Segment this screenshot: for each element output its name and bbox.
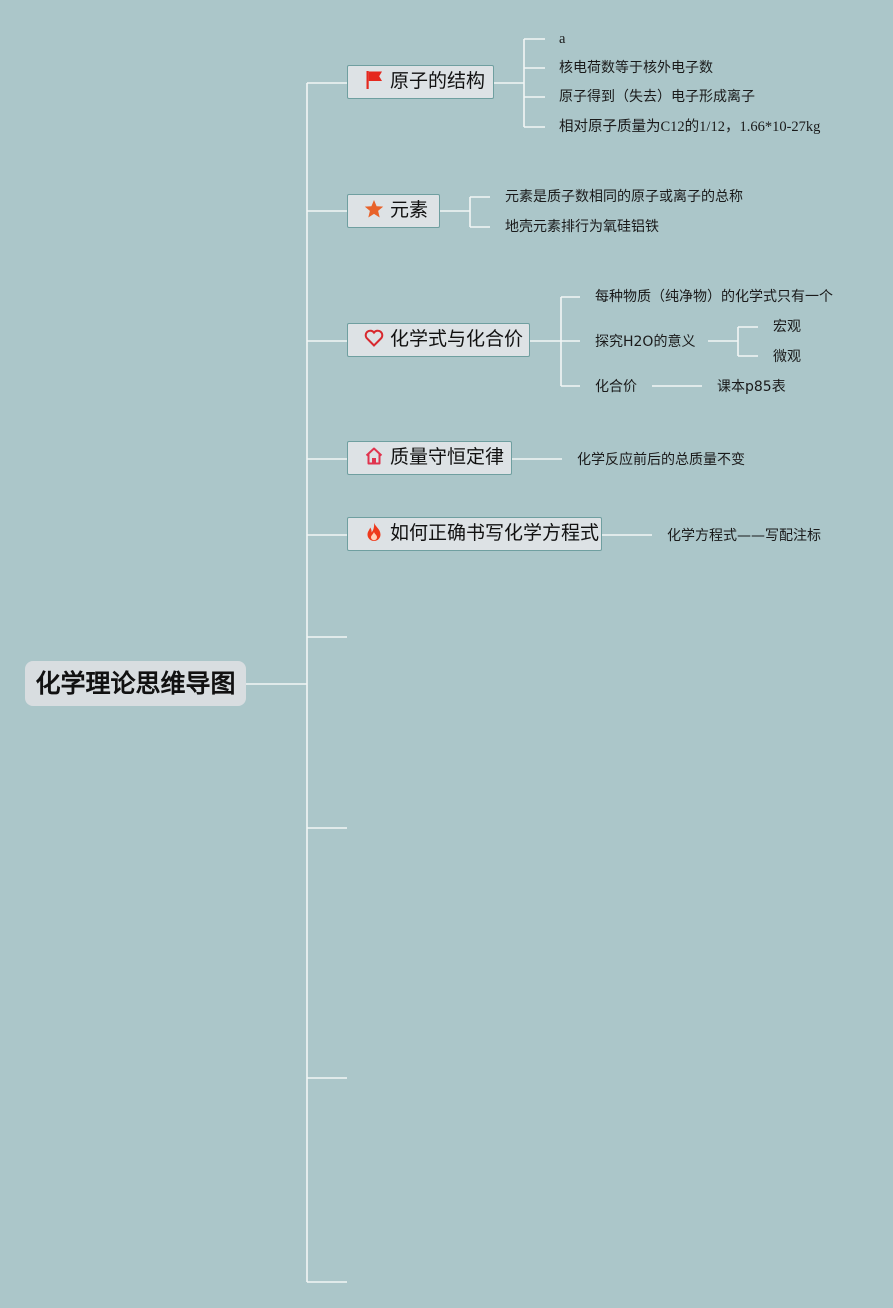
branch-element[interactable]: 元素 [347, 194, 440, 228]
leaf-h2o-macro[interactable]: 宏观 [773, 319, 801, 335]
house-icon [364, 446, 384, 466]
leaf-atomic-4[interactable]: 相对原子质量为C12的1/12，1.66*10-27kg [559, 119, 821, 135]
branch-equation-writing[interactable]: 如何正确书写化学方程式 [347, 517, 602, 551]
branch-label: 元素 [390, 199, 429, 221]
branch-formula-valence[interactable]: 化学式与化合价 [347, 323, 530, 357]
root-topic[interactable]: 化学理论思维导图 [25, 661, 246, 706]
branch-label: 化学式与化合价 [390, 328, 524, 350]
root-title: 化学理论思维导图 [35, 669, 236, 698]
leaf-atomic-1[interactable]: a [559, 31, 566, 47]
leaf-valence-table[interactable]: 课本p85表 [717, 379, 786, 395]
fire-icon [364, 522, 384, 542]
leaf-atomic-2[interactable]: 核电荷数等于核外电子数 [559, 60, 713, 76]
branch-label: 质量守恒定律 [390, 446, 505, 468]
leaf-mass-1[interactable]: 化学反应前后的总质量不变 [577, 452, 745, 468]
branch-label: 原子的结构 [390, 70, 486, 92]
branch-mass-conservation[interactable]: 质量守恒定律 [347, 441, 512, 475]
leaf-element-1[interactable]: 元素是质子数相同的原子或离子的总称 [505, 189, 743, 205]
flag-icon [364, 70, 384, 90]
leaf-element-2[interactable]: 地壳元素排行为氧硅铝铁 [505, 219, 659, 235]
leaf-equation-1[interactable]: 化学方程式——写配注标 [667, 528, 821, 544]
leaf-atomic-3[interactable]: 原子得到（失去）电子形成离子 [559, 89, 755, 105]
heart-icon [364, 328, 384, 348]
leaf-h2o-micro[interactable]: 微观 [773, 349, 801, 365]
leaf-formula-1[interactable]: 每种物质（纯净物）的化学式只有一个 [595, 289, 833, 305]
leaf-formula-h2o[interactable]: 探究H2O的意义 [595, 334, 696, 350]
leaf-formula-valence[interactable]: 化合价 [595, 379, 637, 395]
branch-atomic-structure[interactable]: 原子的结构 [347, 65, 494, 99]
branch-label: 如何正确书写化学方程式 [390, 522, 600, 544]
star-icon [364, 199, 384, 219]
